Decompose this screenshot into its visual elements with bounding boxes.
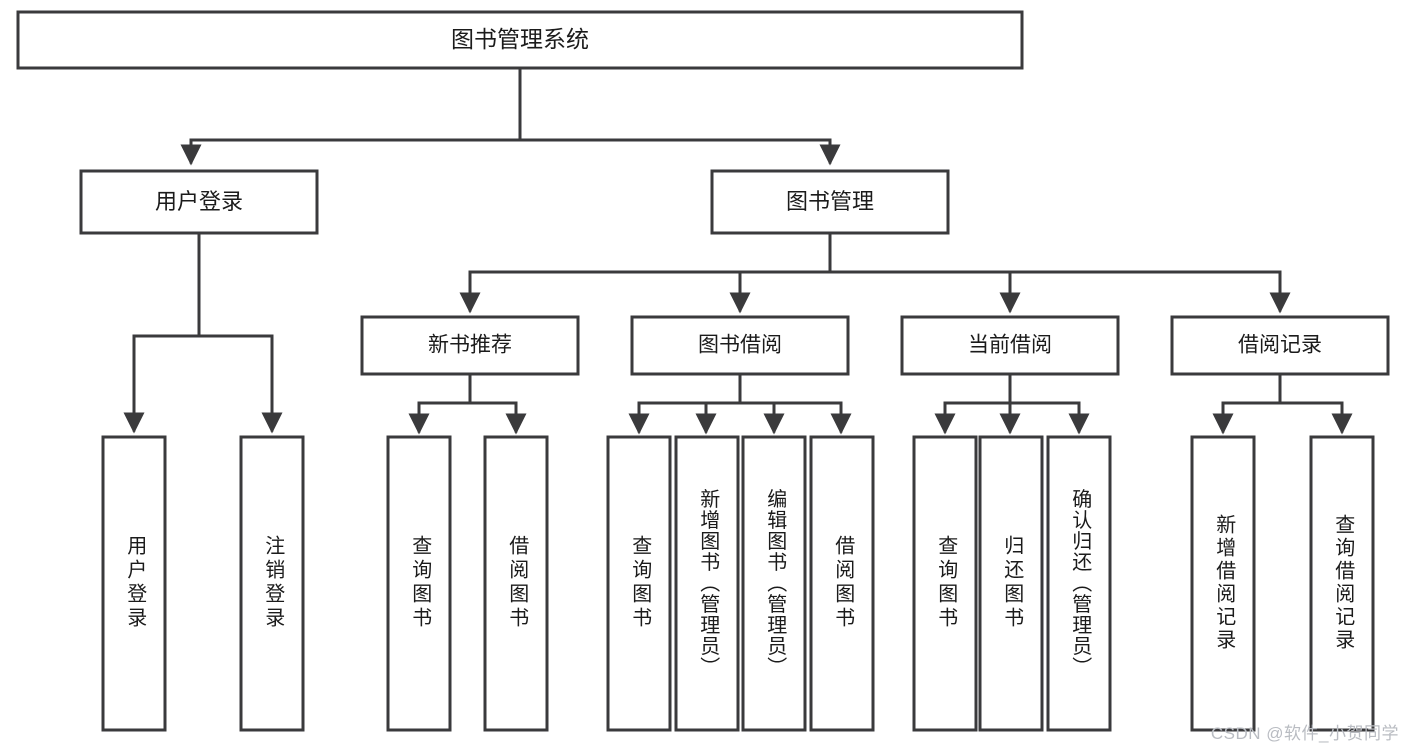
leaf-bb-add-book-box[interactable] [674, 435, 740, 732]
leaf-bb-borrow-book-box[interactable] [809, 435, 875, 732]
leaf-bb-edit-book-label: 编辑图书（管理员） [764, 488, 787, 677]
node-leaf[interactable]: 新增借阅记录 [1190, 435, 1256, 732]
node-new-book-recommend-box[interactable] [360, 315, 580, 376]
node-current-borrow-box[interactable] [900, 315, 1120, 376]
node-borrow-record-label: 借阅记录 [1238, 334, 1322, 357]
leaf-nb-borrow-book-box[interactable] [483, 435, 549, 732]
node-leaf[interactable]: 借阅图书 [483, 435, 549, 732]
node-leaf[interactable]: 查询图书 [386, 435, 452, 732]
leaf-bb-query-book-box[interactable] [606, 435, 672, 732]
leaf-user-login-label: 用户登录 [124, 535, 147, 631]
leaf-nb-borrow-book-label: 借阅图书 [506, 535, 529, 631]
node-book-borrow-label: 图书借阅 [698, 334, 782, 357]
leaf-cb-return-book-box[interactable] [978, 435, 1044, 732]
node-book-borrow[interactable]: 图书借阅 [630, 315, 850, 376]
leaf-bb-borrow-book-label: 借阅图书 [832, 535, 855, 631]
node-book-manage-box[interactable] [710, 169, 950, 235]
node-current-borrow-label: 当前借阅 [968, 334, 1052, 357]
node-root[interactable]: 图书管理系统 [16, 10, 1024, 70]
leaf-br-query-record-box[interactable] [1309, 435, 1375, 732]
leaf-br-add-record-box[interactable] [1190, 435, 1256, 732]
node-leaf[interactable]: 用户登录 [101, 435, 167, 732]
node-book-borrow-box[interactable] [630, 315, 850, 376]
leaf-bb-query-book-label: 查询图书 [629, 535, 652, 631]
leaf-nb-query-book-label: 查询图书 [409, 535, 432, 631]
node-root-box[interactable] [16, 10, 1024, 70]
node-root-label: 图书管理系统 [451, 26, 589, 52]
leaf-cb-query-book-box[interactable] [912, 435, 978, 732]
node-leaf[interactable]: 借阅图书 [809, 435, 875, 732]
node-borrow-record[interactable]: 借阅记录 [1170, 315, 1390, 376]
node-user-login-box[interactable] [79, 169, 319, 235]
leaf-cb-return-book-label: 归还图书 [1001, 535, 1024, 631]
leaf-bb-edit-book-box[interactable] [741, 435, 807, 732]
connectors [123, 66, 1353, 435]
leaf-cb-confirm-return-label: 确认归还（管理员） [1069, 488, 1092, 677]
node-book-manage-label: 图书管理 [786, 189, 874, 214]
leaf-nb-query-book-box[interactable] [386, 435, 452, 732]
leaf-br-add-record-label: 新增借阅记录 [1213, 514, 1236, 652]
node-current-borrow[interactable]: 当前借阅 [900, 315, 1120, 376]
node-borrow-record-box[interactable] [1170, 315, 1390, 376]
node-leaf[interactable]: 注销登录 [239, 435, 305, 732]
leaf-logout-box[interactable] [239, 435, 305, 732]
leaf-cb-confirm-return-box[interactable] [1046, 435, 1112, 732]
node-leaf[interactable]: 编辑图书（管理员） [741, 435, 807, 732]
node-user-login[interactable]: 用户登录 [79, 169, 319, 235]
node-leaf[interactable]: 归还图书 [978, 435, 1044, 732]
leaf-bb-add-book-label: 新增图书（管理员） [697, 488, 720, 677]
node-leaf[interactable]: 确认归还（管理员） [1046, 435, 1112, 732]
node-leaf[interactable]: 查询借阅记录 [1309, 435, 1375, 732]
node-leaf[interactable]: 查询图书 [912, 435, 978, 732]
node-new-book-recommend-label: 新书推荐 [428, 334, 512, 357]
leaf-br-query-record-label: 查询借阅记录 [1332, 514, 1355, 652]
leaf-cb-query-book-label: 查询图书 [935, 535, 958, 631]
node-leaf[interactable]: 查询图书 [606, 435, 672, 732]
node-new-book-recommend[interactable]: 新书推荐 [360, 315, 580, 376]
leaf-logout-label: 注销登录 [262, 535, 285, 631]
leaf-user-login-box[interactable] [101, 435, 167, 732]
node-user-login-label: 用户登录 [155, 189, 243, 214]
node-book-manage[interactable]: 图书管理 [710, 169, 950, 235]
node-leaf[interactable]: 新增图书（管理员） [674, 435, 740, 732]
